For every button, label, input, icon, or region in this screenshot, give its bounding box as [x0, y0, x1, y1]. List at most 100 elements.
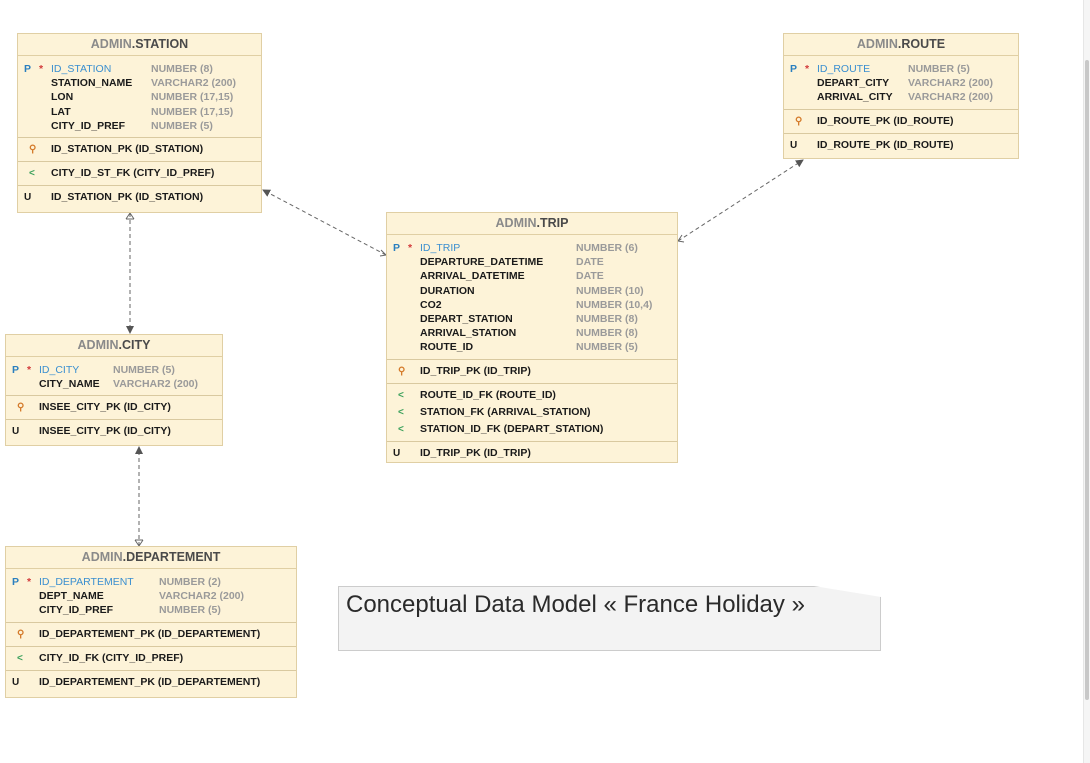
column-type: NUMBER (10,4) — [576, 298, 653, 311]
key-icon: ⚲ — [795, 115, 803, 127]
column-name: STATION_NAME — [51, 77, 133, 90]
column-type: NUMBER (5) — [908, 63, 970, 75]
primary-key-section: ⚲ID_STATION_PK (ID_STATION) — [18, 138, 261, 162]
column-row[interactable]: STATION_NAME VARCHAR2 (200) — [18, 76, 261, 90]
uk-row[interactable]: U ID_ROUTE_PK (ID_ROUTE) — [784, 137, 1018, 154]
mandatory-star: * — [27, 576, 32, 588]
column-name: LAT — [51, 105, 71, 118]
column-name: CO2 — [420, 298, 442, 311]
column-type: NUMBER (17,15) — [151, 91, 234, 104]
crowfoot-station-end — [125, 212, 135, 220]
fk-row[interactable]: <CITY_ID_FK (CITY_ID_PREF) — [6, 650, 296, 667]
table-title[interactable]: ADMIN.CITY — [6, 335, 222, 357]
column-name: DURATION — [420, 284, 475, 297]
vertical-scrollbar[interactable] — [1083, 0, 1090, 763]
table-schema: ADMIN — [90, 37, 132, 51]
relation-trip-route[interactable] — [677, 159, 804, 242]
column-type: NUMBER (5) — [159, 604, 221, 617]
note-title: Conceptual Data Model « France Holiday » — [346, 591, 805, 618]
pk-row[interactable]: ⚲INSEE_CITY_PK (ID_CITY) — [6, 399, 222, 416]
table-title[interactable]: ADMIN.STATION — [18, 34, 261, 56]
table-title[interactable]: ADMIN.TRIP — [387, 213, 677, 235]
pk-constraint-name: ID_DEPARTEMENT_PK (ID_DEPARTEMENT) — [39, 627, 261, 640]
column-name: CITY_ID_PREF — [51, 119, 126, 132]
column-name: ID_ROUTE — [817, 63, 871, 75]
table-schema: ADMIN — [856, 37, 898, 51]
pk-constraint-name: ID_ROUTE_PK (ID_ROUTE) — [817, 114, 954, 127]
pk-row[interactable]: ⚲ ID_ROUTE_PK (ID_ROUTE) — [784, 113, 1018, 130]
primary-key-flag: P — [12, 576, 20, 588]
column-name: CITY_ID_PREF — [39, 604, 114, 617]
uk-constraint-name: ID_DEPARTEMENT_PK (ID_DEPARTEMENT) — [39, 675, 261, 688]
column-name: ID_TRIP — [420, 242, 461, 254]
primary-key-section: ⚲ ID_ROUTE_PK (ID_ROUTE) — [784, 110, 1018, 134]
table-title[interactable]: ADMIN.ROUTE — [784, 34, 1018, 56]
pk-row[interactable]: ⚲ID_TRIP_PK (ID_TRIP) — [387, 363, 677, 380]
foreign-key-icon: < — [29, 167, 35, 179]
column-type: NUMBER (8) — [576, 312, 638, 325]
foreign-key-icon: < — [398, 389, 404, 401]
uk-constraint-name: ID_ROUTE_PK (ID_ROUTE) — [817, 138, 954, 151]
column-row[interactable]: DEPARTURE_DATETIME DATE — [387, 255, 677, 269]
column-type: DATE — [576, 256, 604, 269]
column-row[interactable]: CO2 NUMBER (10,4) — [387, 298, 677, 312]
foreign-key-section: <CITY_ID_ST_FK (CITY_ID_PREF) — [18, 162, 261, 186]
pk-row[interactable]: ⚲ID_DEPARTEMENT_PK (ID_DEPARTEMENT) — [6, 626, 296, 643]
column-name: CITY_NAME — [39, 378, 100, 391]
column-type: VARCHAR2 (200) — [151, 77, 236, 90]
column-row[interactable]: CITY_ID_PREF NUMBER (5) — [6, 603, 296, 617]
column-type: NUMBER (5) — [576, 341, 638, 354]
table-schema: ADMIN — [81, 550, 123, 564]
table-name: .DEPARTEMENT — [122, 550, 221, 564]
scrollbar-thumb[interactable] — [1085, 60, 1089, 700]
fk-row[interactable]: <CITY_ID_ST_FK (CITY_ID_PREF) — [18, 165, 261, 182]
column-name: DEPARTURE_DATETIME — [420, 256, 544, 269]
uk-constraint-name: INSEE_CITY_PK (ID_CITY) — [39, 425, 171, 438]
fk-row[interactable]: <STATION_ID_FK (DEPART_STATION) — [387, 421, 677, 438]
uk-constraint-name: ID_STATION_PK (ID_STATION) — [51, 190, 204, 203]
mandatory-star: * — [39, 63, 44, 75]
column-name: ROUTE_ID — [420, 341, 474, 354]
column-name: DEPART_CITY — [817, 77, 890, 90]
fk-row[interactable]: <ROUTE_ID_FK (ROUTE_ID) — [387, 387, 677, 404]
diagram-note[interactable]: Conceptual Data Model « France Holiday » — [338, 586, 881, 651]
unique-key-flag: U — [790, 139, 798, 151]
fk-row[interactable]: <STATION_FK (ARRIVAL_STATION) — [387, 404, 677, 421]
column-type: VARCHAR2 (200) — [159, 590, 244, 603]
table-title[interactable]: ADMIN.DEPARTEMENT — [6, 547, 296, 569]
pk-row[interactable]: ⚲ID_STATION_PK (ID_STATION) — [18, 141, 261, 158]
relation-trip-station[interactable] — [262, 189, 387, 256]
table-name: .STATION — [131, 37, 189, 51]
column-row[interactable]: ROUTE_ID NUMBER (5) — [387, 340, 677, 354]
